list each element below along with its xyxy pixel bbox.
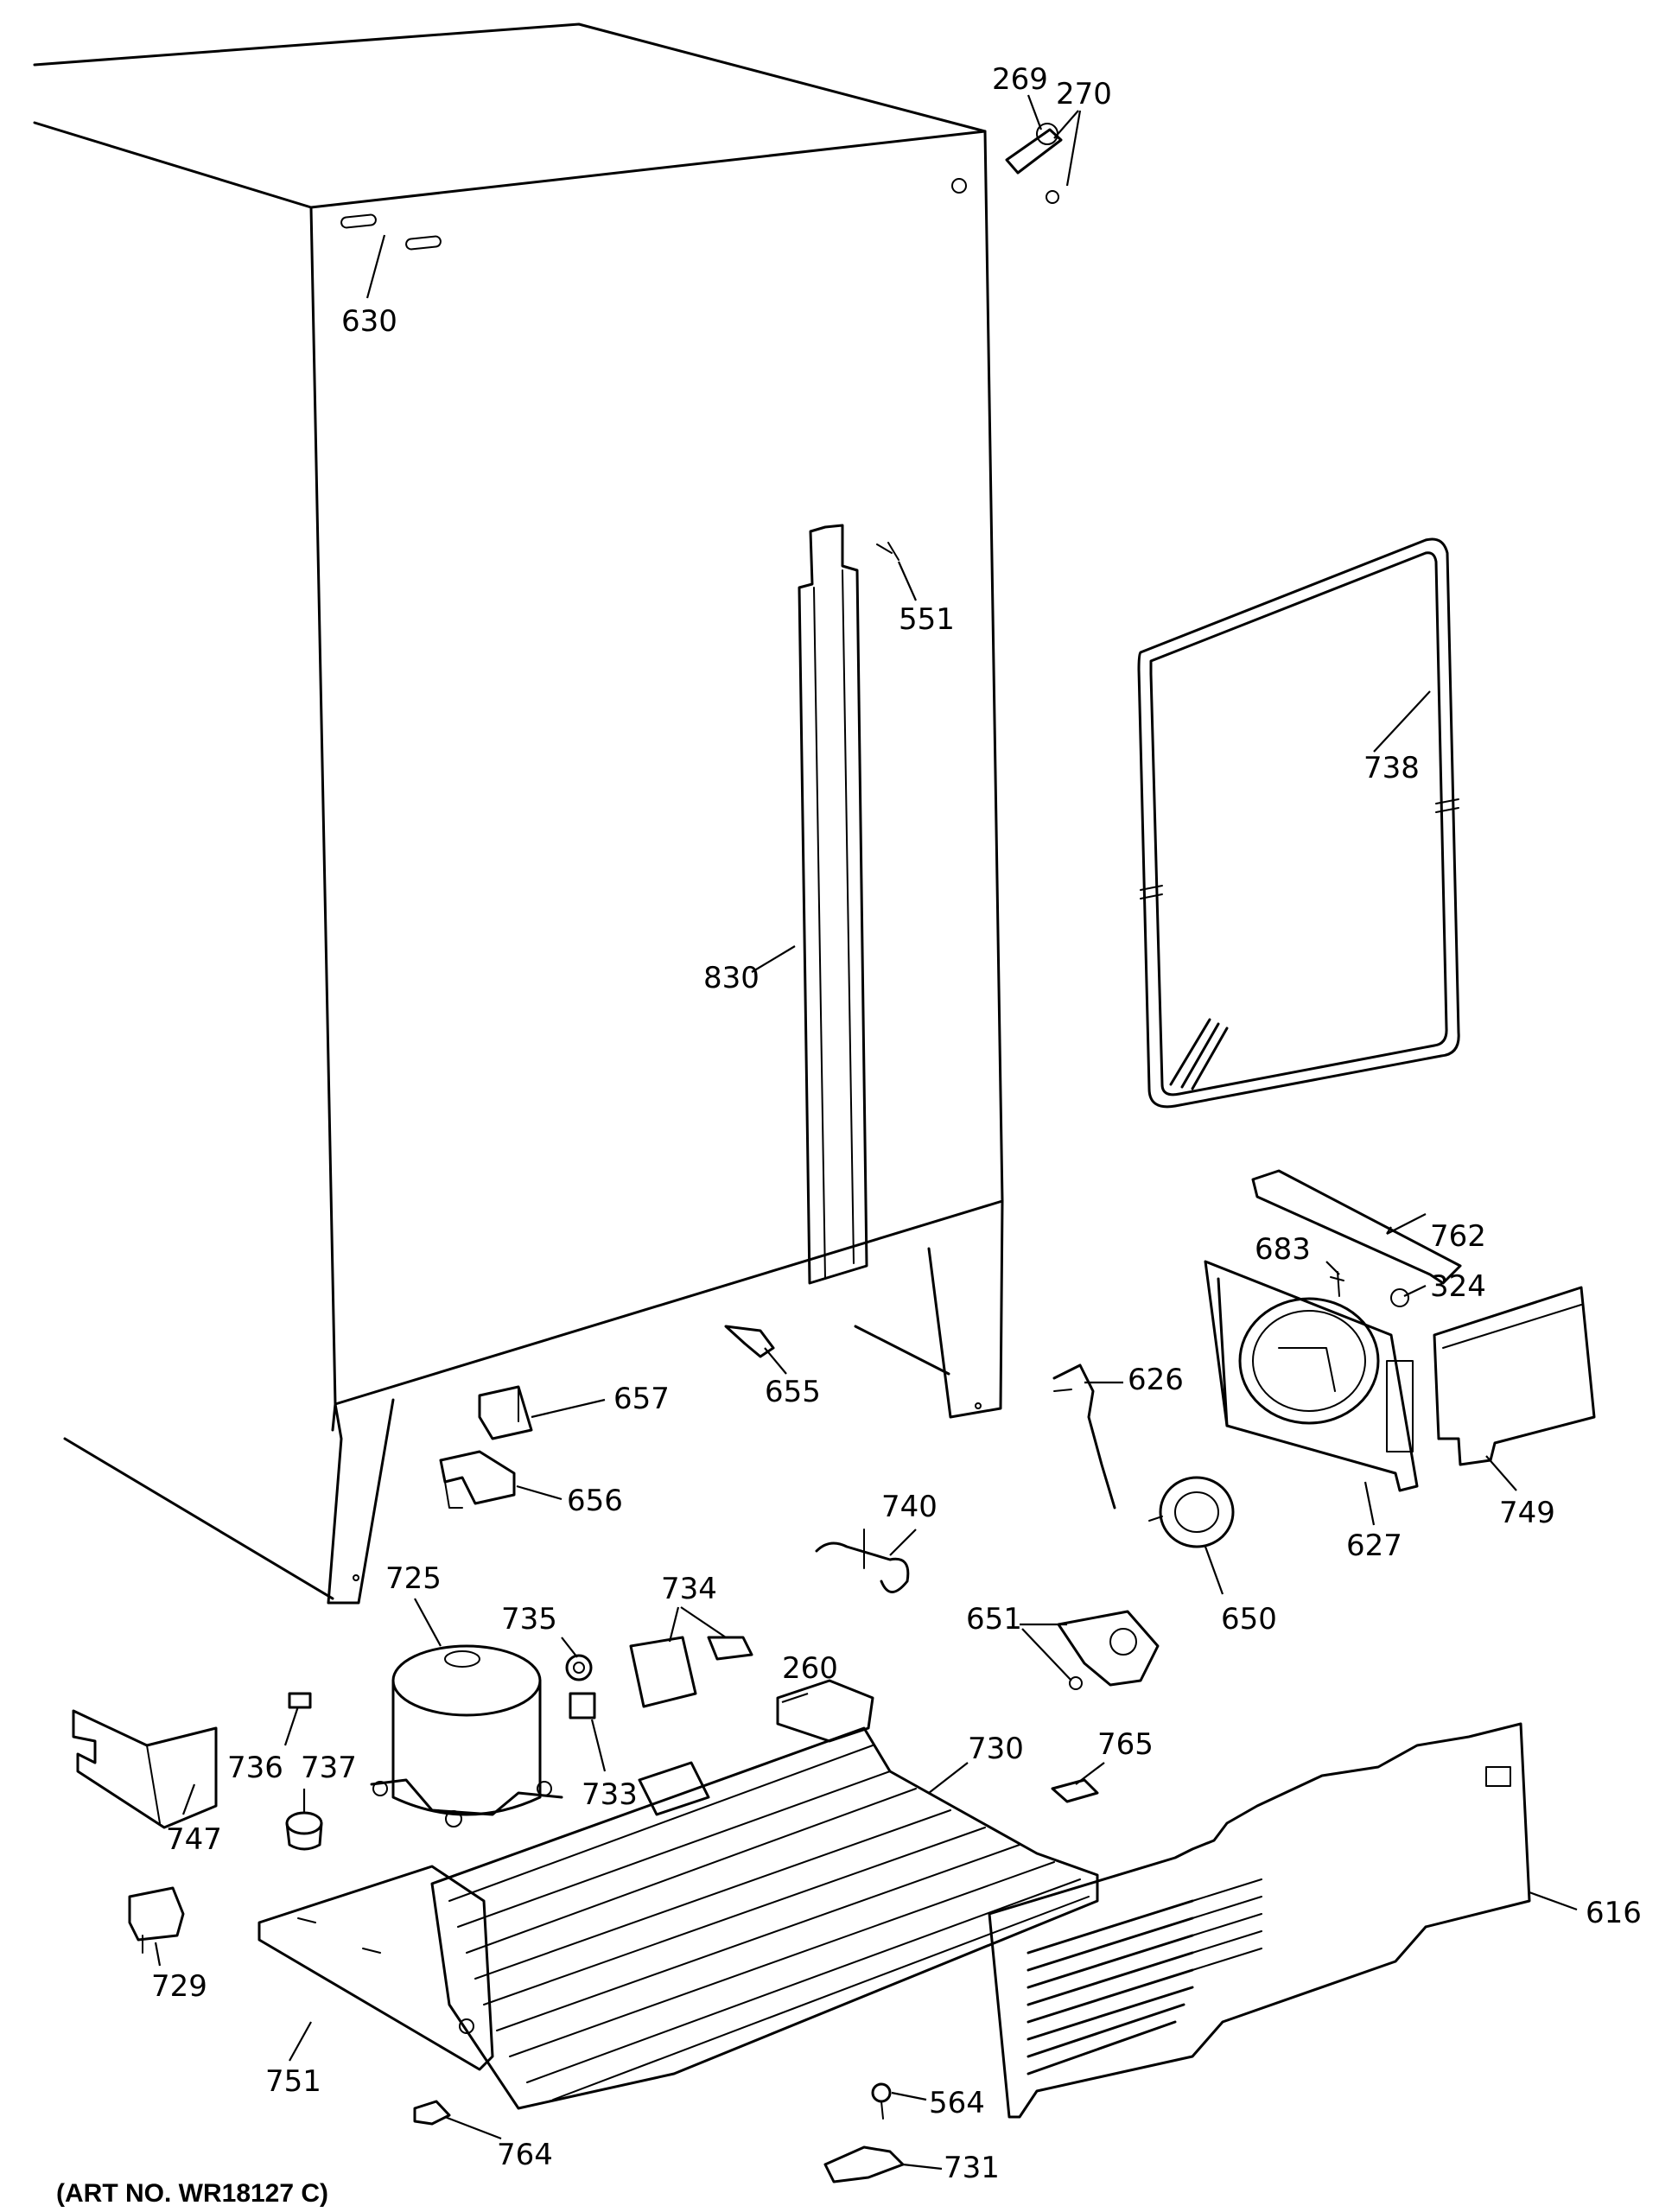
label-657: 657 <box>613 1382 670 1416</box>
label-630: 630 <box>341 304 397 339</box>
label-270: 270 <box>1056 77 1112 111</box>
relay-734 <box>629 1636 753 1708</box>
part-735 <box>565 1654 593 1681</box>
label-729: 729 <box>151 1969 207 2004</box>
callout-labels: 269 270 630 551 738 830 762 683 324 655 … <box>151 62 1642 2185</box>
label-324: 324 <box>1430 1269 1486 1304</box>
part-736 <box>288 1692 312 1709</box>
label-683: 683 <box>1255 1232 1311 1267</box>
spring-740 <box>815 1529 910 1593</box>
part-269 <box>1005 123 1063 204</box>
label-735: 735 <box>501 1602 557 1637</box>
refrigerator-cabinet <box>33 22 1004 1605</box>
label-751: 751 <box>265 2064 321 2099</box>
label-765: 765 <box>1097 1727 1154 1762</box>
clip-765 <box>1051 1778 1099 1803</box>
label-749: 749 <box>1499 1496 1555 1530</box>
label-626: 626 <box>1128 1363 1184 1397</box>
label-733: 733 <box>582 1777 638 1812</box>
bracket-656 <box>439 1450 516 1509</box>
label-616: 616 <box>1586 1896 1642 1930</box>
label-551: 551 <box>899 602 955 637</box>
bracket-657 <box>478 1385 533 1440</box>
label-734: 734 <box>661 1572 717 1606</box>
fan-shroud-627 <box>1204 1260 1419 1492</box>
label-656: 656 <box>567 1484 623 1518</box>
bracket-747 <box>72 1709 218 1829</box>
label-269: 269 <box>992 62 1048 97</box>
grille-616 <box>988 1722 1531 2119</box>
panel-749 <box>1433 1286 1596 1466</box>
label-830: 830 <box>703 961 760 995</box>
label-655: 655 <box>765 1375 821 1409</box>
cord-626 <box>1052 1363 1116 1510</box>
base-pan-751 <box>257 1865 494 2071</box>
clip-731 <box>823 2145 905 2183</box>
label-736: 736 <box>227 1751 283 1785</box>
part-324 <box>1390 1288 1409 1307</box>
label-650: 650 <box>1221 1602 1277 1637</box>
label-764: 764 <box>497 2138 553 2172</box>
label-737: 737 <box>301 1751 357 1785</box>
art-number: (ART NO. WR18127 C) <box>56 2179 328 2208</box>
clip-764 <box>413 2100 451 2126</box>
condenser-coil-730 <box>430 1726 1099 2110</box>
part-729 <box>128 1886 185 1954</box>
grommet-737 <box>285 1811 323 1851</box>
label-740: 740 <box>881 1490 938 1524</box>
label-762: 762 <box>1430 1219 1486 1254</box>
screw-683 <box>1330 1271 1344 1297</box>
motor-650 <box>1148 1476 1235 1548</box>
compressor-725 <box>370 1644 563 1827</box>
screw-564 <box>871 2082 892 2120</box>
fan-blade-651 <box>1057 1610 1160 1690</box>
label-747: 747 <box>166 1822 222 1857</box>
part-655 <box>724 1325 775 1358</box>
mullion-strip <box>798 524 868 1285</box>
part-733 <box>569 1692 596 1719</box>
label-730: 730 <box>968 1732 1024 1766</box>
label-651: 651 <box>966 1602 1022 1637</box>
strip-762 <box>1251 1169 1462 1285</box>
label-564: 564 <box>929 2086 985 2120</box>
screw-551 <box>876 542 899 561</box>
label-738: 738 <box>1363 751 1420 785</box>
label-260: 260 <box>782 1651 838 1686</box>
label-627: 627 <box>1346 1529 1402 1563</box>
label-725: 725 <box>385 1561 442 1596</box>
leader-lines <box>154 94 1578 2171</box>
part-260 <box>638 1679 874 1816</box>
gasket-738 <box>1137 537 1460 1109</box>
label-731: 731 <box>944 2151 1000 2185</box>
